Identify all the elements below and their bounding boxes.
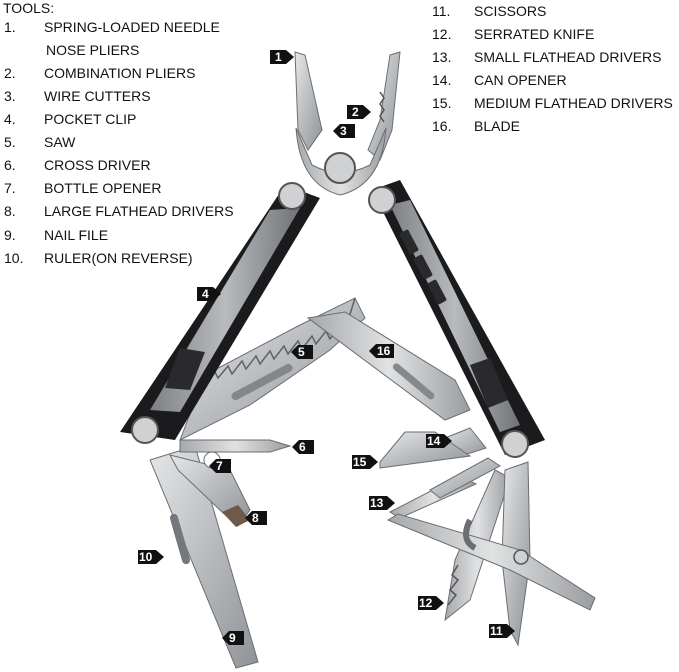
tool-label: MEDIUM FLATHEAD DRIVERS <box>474 95 673 111</box>
callout-7-text: 7 <box>216 459 223 473</box>
tool-number: 16. <box>432 118 452 134</box>
callout-16: 16 <box>369 344 394 358</box>
scissors <box>386 461 596 647</box>
tool-number: 10. <box>4 250 24 266</box>
tool-label: SMALL FLATHEAD DRIVERS <box>474 49 662 65</box>
callout-9-text: 9 <box>229 631 236 645</box>
callout-4: 4 <box>197 287 221 301</box>
callout-13: 13 <box>369 496 395 510</box>
tool-number: 9. <box>4 227 16 243</box>
tool-label: SPRING-LOADED NEEDLE <box>44 19 220 35</box>
main-blade <box>306 311 471 421</box>
callout-6: 6 <box>292 440 314 454</box>
callout-6-text: 6 <box>299 440 306 454</box>
tools-heading: TOOLS: <box>3 0 55 16</box>
tool-label-continued: NOSE PLIERS <box>46 42 140 58</box>
tool-label: BLADE <box>474 118 520 134</box>
callout-11: 11 <box>489 624 515 638</box>
tool-number: 5. <box>4 134 16 150</box>
callout-9: 9 <box>222 631 244 645</box>
callout-12: 12 <box>418 596 444 610</box>
tool-label: WIRE CUTTERS <box>44 88 151 104</box>
tool-label: LARGE FLATHEAD DRIVERS <box>44 203 234 219</box>
tool-label: CROSS DRIVER <box>44 157 151 173</box>
tool-label: BOTTLE OPENER <box>44 180 162 196</box>
cross-driver <box>179 439 292 453</box>
callout-11-text: 11 <box>490 624 503 638</box>
tool-number: 3. <box>4 88 16 104</box>
tool-number: 2. <box>4 65 16 81</box>
tool-number: 4. <box>4 111 16 127</box>
pliers-head <box>294 51 401 196</box>
callout-14: 14 <box>426 434 452 448</box>
saw-blade <box>179 297 366 442</box>
callout-3: 3 <box>333 124 355 138</box>
callout-16-text: 16 <box>377 344 391 358</box>
callout-15-text: 15 <box>353 455 367 469</box>
tool-number: 12. <box>432 26 452 42</box>
tool-list-left: 1. SPRING-LOADED NEEDLE NOSE PLIERS 2. COMB… <box>4 19 264 279</box>
tool-label: SCISSORS <box>474 3 547 19</box>
callout-8-text: 8 <box>252 511 259 525</box>
tool-label: SAW <box>44 134 76 150</box>
tool-label: POCKET CLIP <box>44 111 137 127</box>
callout-2-text: 2 <box>352 105 359 119</box>
tool-number: 15. <box>432 95 452 111</box>
callout-1-text: 1 <box>275 50 282 64</box>
callout-2: 2 <box>347 105 371 119</box>
tool-number: 11. <box>432 3 451 19</box>
callout-10: 10 <box>138 550 164 564</box>
tool-label: CAN OPENER <box>474 72 567 88</box>
callout-5: 5 <box>291 345 313 359</box>
tool-label: SERRATED KNIFE <box>474 26 595 42</box>
callout-8: 8 <box>245 511 267 525</box>
tool-number: 1. <box>4 19 16 35</box>
callout-1: 1 <box>270 50 294 64</box>
tool-list-right: 11. SCISSORS 12. SERRATED KNIFE 13. SMALL F… <box>432 3 679 134</box>
tool-label: NAIL FILE <box>44 227 109 243</box>
callout-10-text: 10 <box>139 550 153 564</box>
callout-14-text: 14 <box>427 434 441 448</box>
tool-number: 6. <box>4 157 16 173</box>
tool-label: COMBINATION PLIERS <box>44 65 196 81</box>
callout-5-text: 5 <box>298 345 305 359</box>
callout-15: 15 <box>352 455 378 469</box>
tool-number: 13. <box>432 49 452 65</box>
tool-number: 14. <box>432 72 452 88</box>
callout-3-text: 3 <box>340 124 347 138</box>
callouts: 1 2 3 4 5 6 7 8 <box>138 50 515 645</box>
callout-7: 7 <box>209 459 231 473</box>
tool-number: 7. <box>4 180 16 196</box>
tool-number: 8. <box>4 203 16 219</box>
callout-12-text: 12 <box>419 596 433 610</box>
callout-13-text: 13 <box>370 496 384 510</box>
right-handle <box>368 180 545 458</box>
callout-4-text: 4 <box>202 287 209 301</box>
left-handle <box>120 182 320 444</box>
tool-label: RULER(ON REVERSE) <box>44 250 193 266</box>
